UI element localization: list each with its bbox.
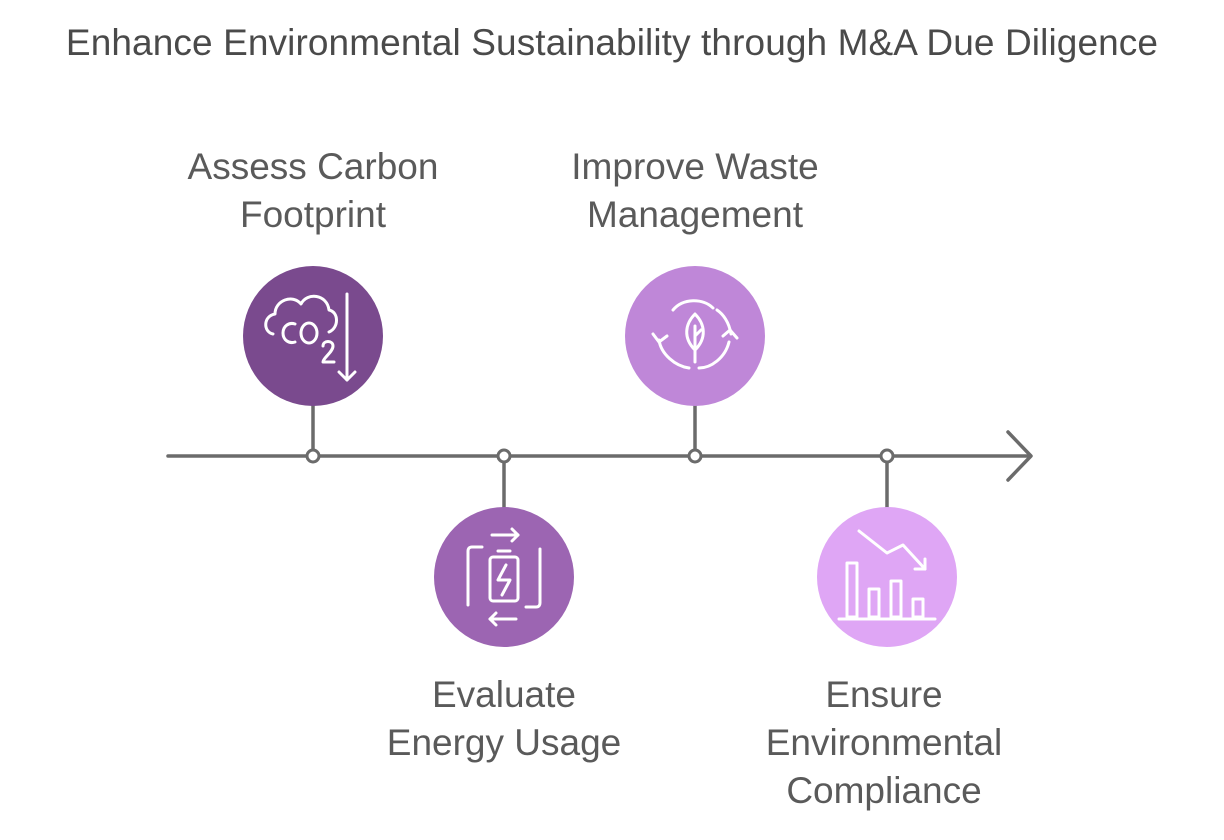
step-4-label-line-1: Ensure: [825, 674, 943, 715]
step-2-icon-circle: [434, 507, 574, 647]
step-1-icon-circle: [243, 266, 383, 406]
timeline-node-1: [305, 448, 321, 464]
step-4-label-line-3: Compliance: [786, 770, 982, 811]
co2-reduction-icon: [264, 292, 357, 382]
timeline-arrowhead: [1006, 430, 1033, 482]
timeline-node-4: [879, 448, 895, 464]
step-4-label: Ensure Environmental Compliance: [714, 671, 1054, 815]
step-1-label-line-1: Assess Carbon: [187, 146, 439, 187]
step-1-label-line-2: Footprint: [239, 194, 386, 235]
step-1-label: Assess Carbon Footprint: [143, 143, 483, 239]
timeline-node-3: [687, 448, 703, 464]
step-3-label: Improve Waste Management: [525, 143, 865, 239]
step-3-icon-circle: [625, 266, 765, 406]
step-2-label-line-2: Energy Usage: [386, 722, 622, 763]
step-4-icon-circle: [817, 507, 957, 647]
step-3-label-line-2: Management: [587, 194, 803, 235]
battery-cycle-icon: [466, 527, 542, 627]
declining-bar-chart-icon: [837, 529, 937, 621]
leaf-recycle-icon: [651, 299, 739, 370]
step-4-label-line-2: Environmental: [765, 722, 1003, 763]
timeline-node-2: [496, 448, 512, 464]
step-2-label: Evaluate Energy Usage: [334, 671, 674, 767]
step-2-label-line-1: Evaluate: [432, 674, 576, 715]
step-3-label-line-1: Improve Waste: [571, 146, 819, 187]
diagram-title: Enhance Environmental Sustainability thr…: [65, 22, 1159, 63]
